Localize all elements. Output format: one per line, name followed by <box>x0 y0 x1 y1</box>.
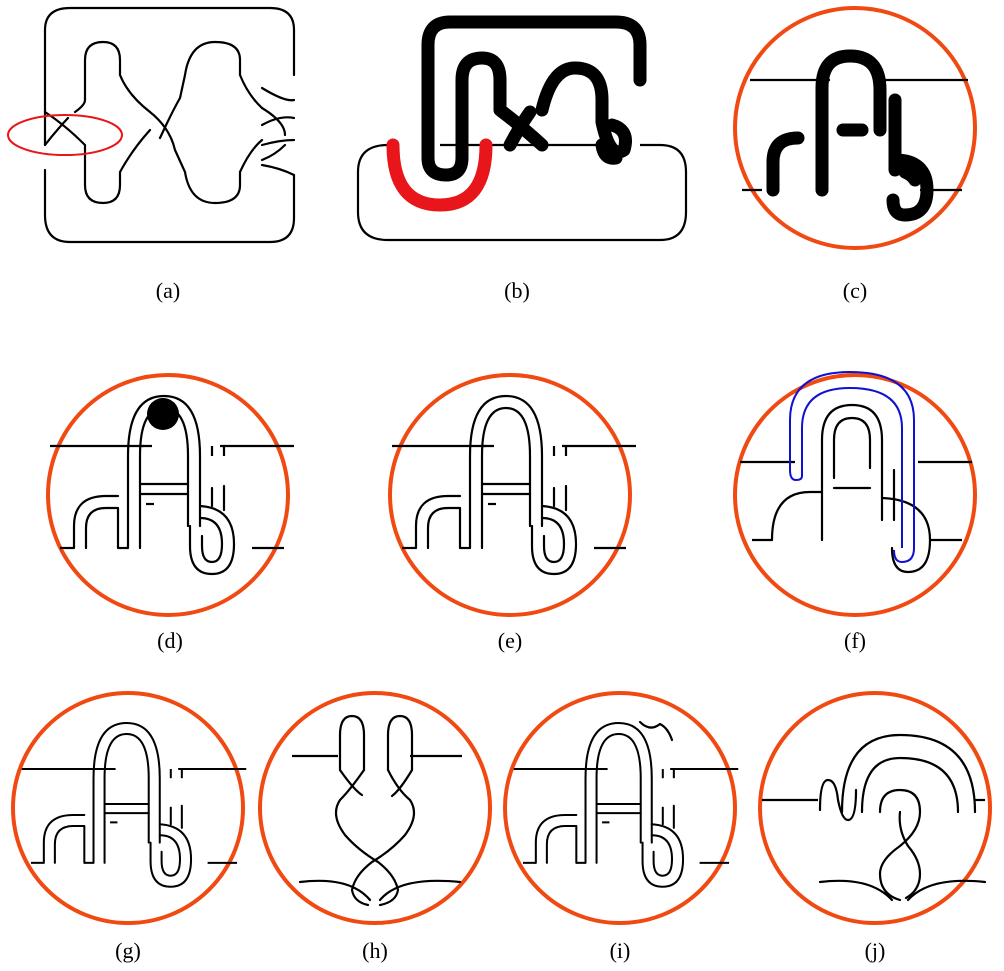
caption-g: (g) <box>115 938 141 963</box>
panel-b: (b) <box>358 22 686 303</box>
panel-e: (e) <box>390 375 636 653</box>
knot-diagram-a <box>45 8 294 242</box>
panel-a: (a) <box>8 8 294 303</box>
panel-c: (c) <box>735 8 975 303</box>
caption-j: (j) <box>865 938 886 963</box>
caption-e: (e) <box>498 628 522 653</box>
orange-circle-f <box>735 375 975 615</box>
band-diagram-e <box>392 396 636 574</box>
caption-f: (f) <box>844 628 866 653</box>
caption-c: (c) <box>843 278 867 303</box>
black-dot-d <box>147 398 179 430</box>
orange-circle-g <box>13 693 243 923</box>
panel-d: (d) <box>48 375 294 653</box>
caption-b: (b) <box>504 278 530 303</box>
orange-circle-i <box>505 693 735 923</box>
panel-f: (f) <box>735 372 975 653</box>
caption-d: (d) <box>157 628 183 653</box>
panel-g: (g) <box>13 693 246 963</box>
caption-i: (i) <box>610 938 631 963</box>
panel-i: (i) <box>505 693 738 963</box>
knot-diagram-h <box>292 716 462 905</box>
panel-j: (j) <box>760 693 990 963</box>
knot-diagram-j <box>762 735 985 900</box>
caption-h: (h) <box>362 938 388 963</box>
caption-a: (a) <box>156 278 180 303</box>
panel-h: (h) <box>260 693 490 963</box>
orange-circle-h <box>260 693 490 923</box>
